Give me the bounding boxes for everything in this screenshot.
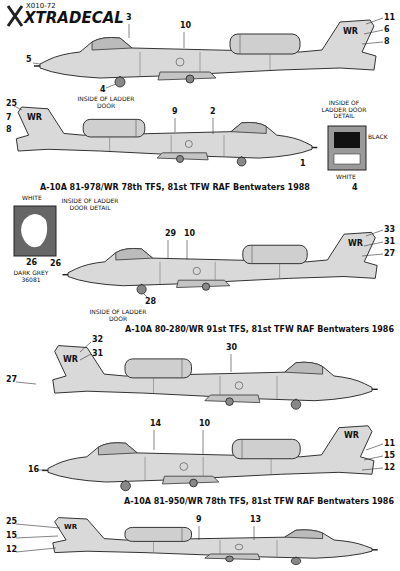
callout-number: 4 bbox=[352, 184, 358, 193]
callout-number: 5 bbox=[26, 56, 32, 65]
colour-note: WHITE bbox=[336, 174, 356, 181]
tail-code: WR bbox=[348, 240, 363, 249]
callout-number: 30 bbox=[226, 344, 237, 353]
callout-number: 4 bbox=[100, 86, 106, 95]
callout-number: 14 bbox=[150, 420, 161, 429]
callout-number: 26 bbox=[50, 260, 61, 269]
detail-note: INSIDE OF LADDER DOOR DETAIL bbox=[60, 198, 120, 211]
tail-code: WR bbox=[64, 524, 77, 532]
callout-number: 12 bbox=[384, 464, 395, 473]
callout-number: 29 bbox=[165, 230, 176, 239]
callout-number: 25 bbox=[6, 518, 17, 527]
detail-note: INSIDE OF LADDER DOOR bbox=[76, 96, 136, 109]
callout-number: 16 bbox=[28, 466, 39, 475]
brand-logo: XTRADECAL bbox=[24, 10, 124, 27]
callout-number: 13 bbox=[250, 516, 261, 525]
callout-number: 3 bbox=[126, 14, 132, 23]
callout-number: 8 bbox=[384, 38, 390, 47]
callout-number: 26 bbox=[26, 259, 37, 268]
callout-number: 11 bbox=[384, 14, 395, 23]
callout-number: 10 bbox=[199, 420, 210, 429]
callout-number: 12 bbox=[6, 546, 17, 555]
callout-number: 9 bbox=[172, 108, 178, 117]
callout-number: 27 bbox=[384, 250, 395, 259]
callout-number: 25 bbox=[6, 100, 17, 109]
callout-number: 9 bbox=[196, 516, 202, 525]
callout-number: 10 bbox=[180, 22, 191, 31]
callout-number: 27 bbox=[6, 376, 17, 385]
colour-note: DARK GREY 36081 bbox=[6, 270, 56, 283]
callout-number: 15 bbox=[6, 532, 17, 541]
callout-number: 8 bbox=[6, 126, 12, 135]
colour-note: BLACK bbox=[368, 134, 388, 141]
aircraft-caption: A-10A 81-978/WR 78th TFS, 81st TFW RAF B… bbox=[40, 184, 310, 193]
callout-number: 32 bbox=[92, 336, 103, 345]
callout-number: 31 bbox=[92, 350, 103, 359]
callout-number: 7 bbox=[6, 114, 12, 123]
callout-number: 31 bbox=[384, 238, 395, 247]
callout-number: 33 bbox=[384, 226, 395, 235]
colour-note: WHITE bbox=[22, 195, 42, 202]
callout-number: 2 bbox=[210, 108, 216, 117]
detail-note: INSIDE OF LADDER DOOR DETAIL bbox=[316, 100, 372, 120]
aircraft-caption: A-10A 81-950/WR 78th TFS, 81st TFW RAF B… bbox=[124, 498, 394, 507]
tail-code: WR bbox=[344, 432, 359, 441]
callout-number: 15 bbox=[384, 452, 395, 461]
aircraft-caption: A-10A 80-280/WR 91st TFS, 81st TFW RAF B… bbox=[125, 326, 394, 335]
callout-number: 11 bbox=[384, 440, 395, 449]
callout-number: 1 bbox=[300, 160, 306, 169]
callout-number: 28 bbox=[145, 298, 156, 307]
tail-code: WR bbox=[63, 356, 78, 365]
callout-number: 10 bbox=[184, 230, 195, 239]
detail-note: INSIDE OF LADDER DOOR bbox=[88, 309, 148, 322]
callout-number: 6 bbox=[384, 26, 390, 35]
tail-code: WR bbox=[343, 28, 358, 37]
tail-code: WR bbox=[27, 114, 42, 123]
